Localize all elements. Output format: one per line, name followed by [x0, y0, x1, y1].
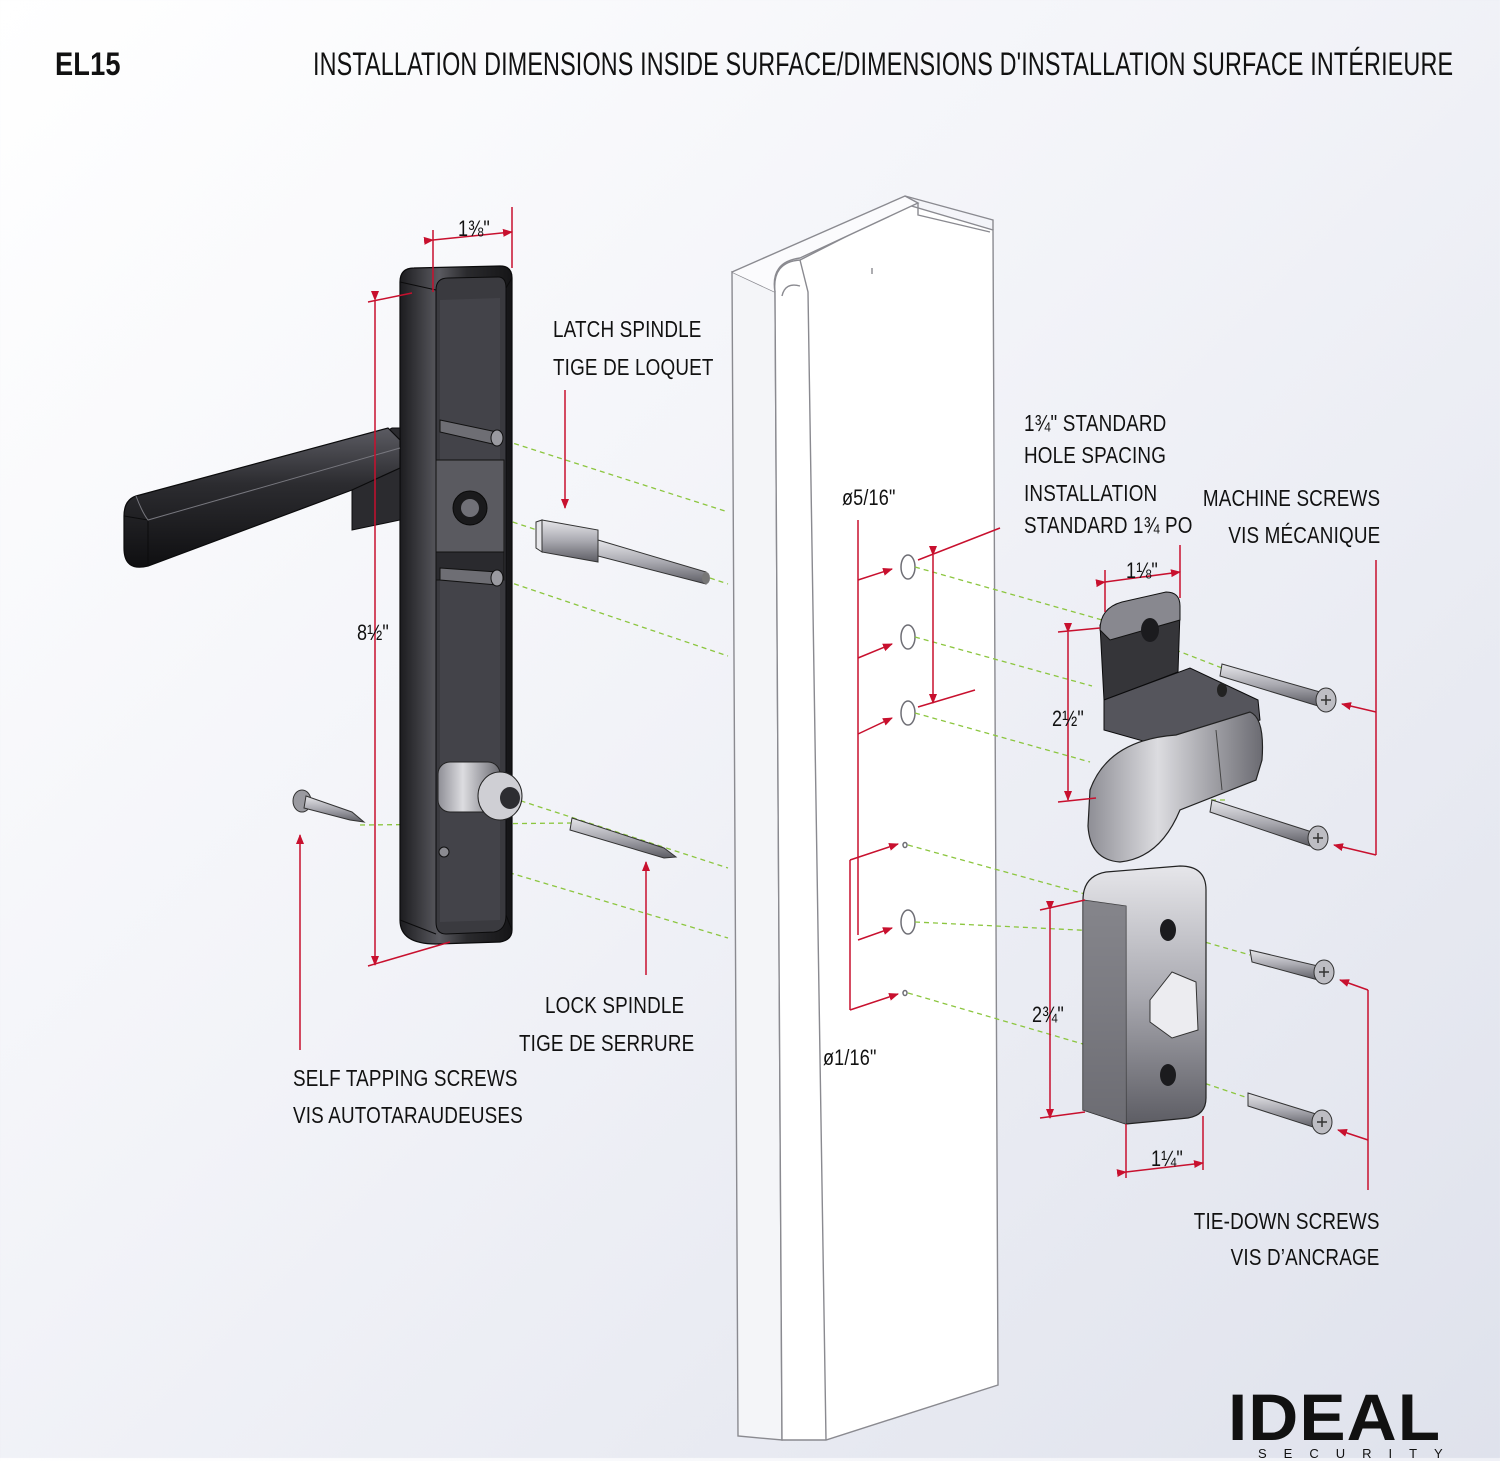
dimension-lower-height: 2¾" [1032, 1002, 1064, 1027]
dimension-lines [296, 207, 1377, 1190]
machine-screws-label-fr: VIS MÉCANIQUE [1228, 522, 1380, 548]
dimension-hole-small: ø1/16" [823, 1045, 877, 1070]
hole-spacing-label-2: HOLE SPACING [1024, 442, 1167, 468]
dimension-upper-width: 1⅛" [1126, 558, 1158, 583]
dimension-handle-width: 1⅜" [458, 216, 490, 241]
self-tapping-screw [292, 789, 366, 823]
logo-wordmark: IDEAL [1228, 1380, 1442, 1454]
hole-spacing-label-4: STANDARD 1¾ PO [1024, 512, 1193, 538]
latch-spindle-label-en: LATCH SPINDLE [553, 316, 702, 342]
lever-handle [123, 427, 401, 568]
lock-spindle-label-fr: TIGE DE SERRURE [519, 1030, 695, 1056]
self-tapping-label-en: SELF TAPPING SCREWS [293, 1065, 518, 1091]
hole-spacing-label-3: INSTALLATION [1024, 480, 1158, 506]
ideal-security-logo: IDEAL SECURITY [1228, 1384, 1460, 1461]
latch-spindle-label-fr: TIGE DE LOQUET [553, 354, 714, 380]
alignment-guides [359, 437, 1251, 1099]
machine-screws-label-en: MACHINE SCREWS [1202, 485, 1380, 511]
machine-screws [1209, 663, 1337, 851]
dimension-lower-width: 1¼" [1151, 1146, 1183, 1171]
logo-subtitle: SECURITY [1258, 1446, 1460, 1461]
upper-strike [1087, 591, 1264, 863]
model-number: EL15 [55, 46, 121, 82]
lock-spindle [569, 817, 678, 859]
hole-spacing-label-1: 1¾" STANDARD [1024, 410, 1167, 436]
page-title: INSTALLATION DIMENSIONS INSIDE SURFACE/D… [313, 46, 1454, 82]
dimension-handle-height: 8½" [357, 620, 389, 645]
latch-spindle [535, 519, 710, 585]
tie-down-screws [1247, 949, 1335, 1135]
lower-strike [1082, 865, 1207, 1125]
dimension-upper-height: 2½" [1052, 706, 1084, 731]
handle-plate [399, 265, 523, 945]
dimension-hole-large: ø5/16" [842, 485, 896, 510]
tie-down-label-fr: VIS D’ANCRAGE [1231, 1244, 1380, 1270]
self-tapping-label-fr: VIS AUTOTARAUDEUSES [293, 1102, 523, 1128]
tie-down-label-en: TIE-DOWN SCREWS [1194, 1208, 1380, 1234]
lock-spindle-label-en: LOCK SPINDLE [545, 992, 685, 1018]
door-frame [731, 195, 999, 1441]
